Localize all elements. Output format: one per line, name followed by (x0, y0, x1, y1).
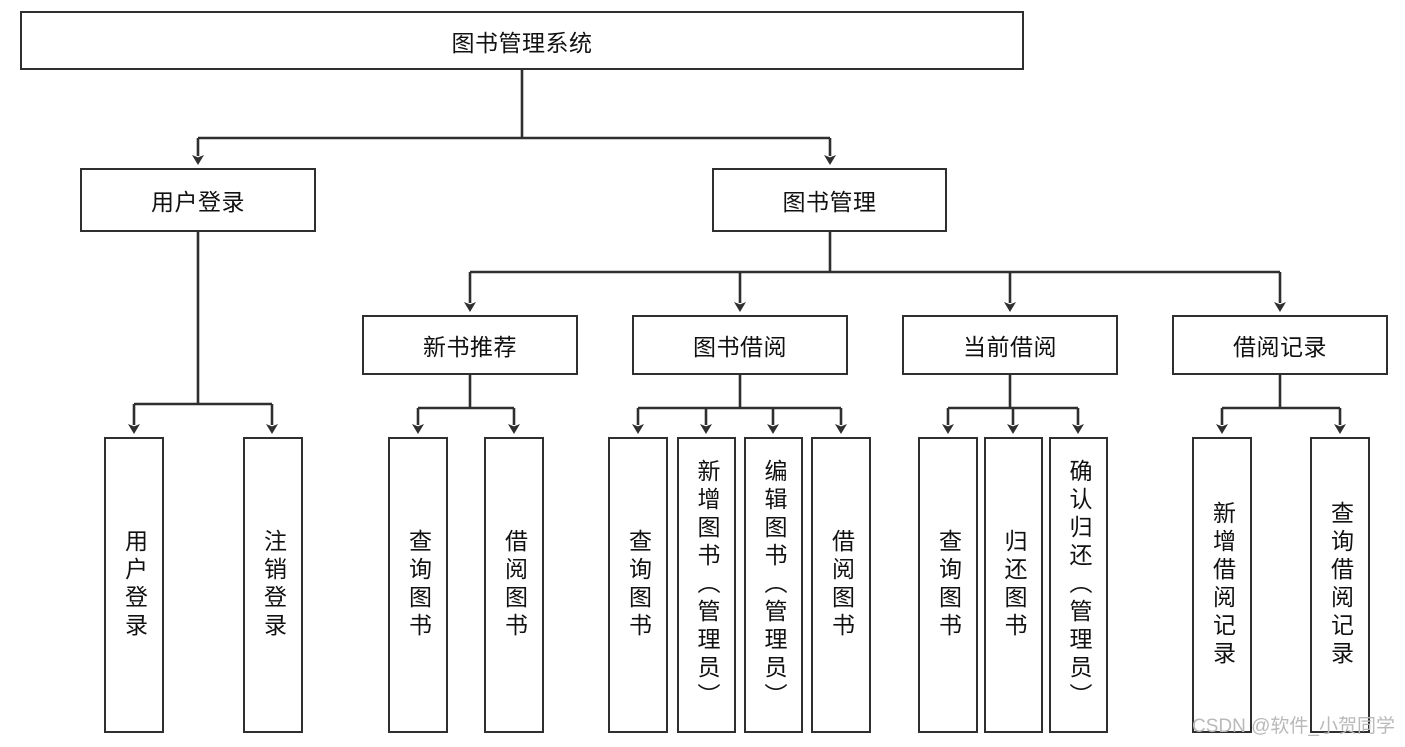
node-leaf-edit-book-admin[interactable]: 编辑图书（管理员） (744, 437, 803, 733)
csdn-watermark: CSDN @软件_小贺同学 (1192, 716, 1395, 737)
node-leaf-return-book-label: 归还图书 (1001, 529, 1027, 641)
edge-root-to-level1 (192, 70, 836, 165)
node-leaf-add-book-admin-label: 新增图书（管理员） (694, 459, 720, 711)
edge-book-borrow-to-leaves (632, 375, 847, 434)
node-leaf-logout[interactable]: 注销登录 (243, 437, 303, 733)
node-root[interactable]: 图书管理系统 (20, 11, 1024, 70)
node-book-management[interactable]: 图书管理 (712, 168, 947, 232)
node-leaf-logout-label: 注销登录 (260, 529, 287, 641)
node-user-login-label: 用户登录 (151, 189, 245, 215)
node-leaf-add-borrow-record[interactable]: 新增借阅记录 (1192, 437, 1252, 733)
node-leaf-borrow-book-rec[interactable]: 借阅图书 (484, 437, 544, 733)
node-user-login[interactable]: 用户登录 (80, 168, 316, 232)
node-leaf-query-borrow-record-label: 查询借阅记录 (1327, 501, 1354, 669)
node-new-book-recommend[interactable]: 新书推荐 (362, 315, 578, 375)
node-leaf-add-book-admin[interactable]: 新增图书（管理员） (677, 437, 736, 733)
node-leaf-add-borrow-record-label: 新增借阅记录 (1209, 501, 1236, 669)
edge-new-book-recommend-to-leaves (412, 375, 520, 434)
node-leaf-confirm-return-admin[interactable]: 确认归还（管理员） (1049, 437, 1108, 733)
node-leaf-query-book-current-label: 查询图书 (935, 529, 962, 641)
node-new-book-recommend-label: 新书推荐 (423, 334, 517, 360)
node-leaf-borrow-book-label: 借阅图书 (828, 529, 855, 641)
node-leaf-query-book-rec-label: 查询图书 (405, 529, 432, 641)
node-leaf-query-borrow-record[interactable]: 查询借阅记录 (1310, 437, 1370, 733)
node-leaf-return-book[interactable]: 归还图书 (984, 437, 1043, 733)
node-book-borrow[interactable]: 图书借阅 (632, 315, 848, 375)
node-leaf-confirm-return-admin-label: 确认归还（管理员） (1066, 459, 1092, 711)
node-book-management-label: 图书管理 (782, 189, 877, 215)
node-current-borrow[interactable]: 当前借阅 (902, 315, 1118, 375)
node-leaf-edit-book-admin-label: 编辑图书（管理员） (761, 459, 787, 711)
node-leaf-user-login-label: 用户登录 (121, 529, 148, 641)
node-leaf-query-book-borrow[interactable]: 查询图书 (608, 437, 668, 733)
node-leaf-borrow-book[interactable]: 借阅图书 (811, 437, 871, 733)
node-current-borrow-label: 当前借阅 (963, 334, 1057, 360)
edge-user-login-to-leaves (128, 232, 278, 434)
node-leaf-query-book-borrow-label: 查询图书 (625, 529, 652, 641)
edge-current-borrow-to-leaves (942, 375, 1084, 434)
node-root-label: 图书管理系统 (451, 29, 593, 56)
node-book-borrow-label: 图书借阅 (693, 334, 787, 360)
node-borrow-records[interactable]: 借阅记录 (1172, 315, 1388, 375)
node-leaf-borrow-book-rec-label: 借阅图书 (501, 529, 528, 641)
node-leaf-query-book-rec[interactable]: 查询图书 (388, 437, 448, 733)
edge-borrow-records-to-leaves (1216, 375, 1346, 434)
node-leaf-query-book-current[interactable]: 查询图书 (918, 437, 978, 733)
node-borrow-records-label: 借阅记录 (1233, 334, 1327, 360)
node-leaf-user-login[interactable]: 用户登录 (104, 437, 164, 733)
edge-book-management-to-level2 (464, 232, 1286, 312)
